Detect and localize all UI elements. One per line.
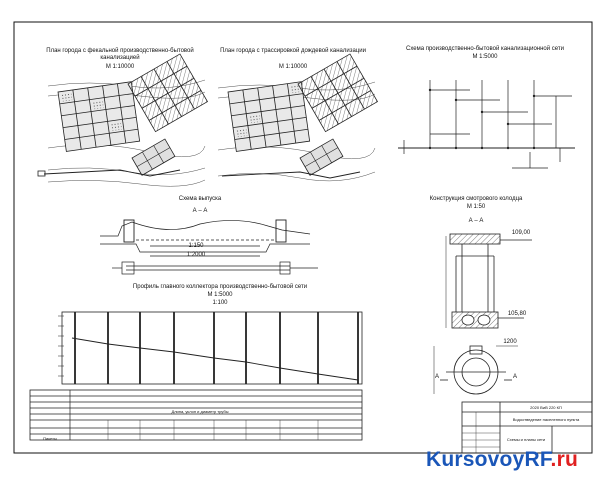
watermark-link[interactable]: KursovoyRF.ru [426,448,578,472]
outfall-section: А – А [192,208,208,214]
well-elev-top: 109,00 [511,230,531,236]
well-title: Конструкция смотрового колодца [429,196,523,202]
sheet-frame [13,21,593,454]
profile-scale-h: М 1:5000 [207,292,233,298]
outfall-title: Схема выпуска [178,196,222,202]
well-scale: М 1:50 [466,204,486,210]
plan1-title: План города с фекальной производственно-… [46,48,194,61]
profile-row-label-2: Пикеты [43,436,57,441]
well-cut-left: А [434,374,439,380]
network-scale: М 1:5000 [472,54,498,60]
outfall-scheme [100,219,318,275]
well-section: А – А [468,218,484,224]
collector-profile [29,311,363,441]
plan2-scale: М 1:10000 [278,64,308,70]
profile-title: Профиль главного коллектора производстве… [132,284,308,290]
outfall-dim-2: 1:2000 [186,252,206,258]
city-plan-right [217,53,379,182]
stamp-title: Водоотведение населенного пункта [512,417,580,422]
stamp-doc-code: 2020 ВиВ 220 КП [530,405,562,410]
city-plan-left [37,53,209,187]
title-block [461,401,593,454]
profile-scale-v: 1:100 [212,300,228,306]
well-cut-right: А [512,374,517,380]
watermark-domain: .ru [550,448,578,471]
well-dim: 1200 [503,339,517,345]
network-scheme [398,80,575,169]
manhole-well [433,233,532,395]
watermark-brand: KursovoyRF [426,448,551,471]
well-elev-bottom: 105,80 [507,311,527,317]
plan2-title: План города с трассировкой дождевой кана… [220,48,366,54]
profile-row-label-1: Длина, уклон и диаметр трубы [171,409,229,414]
stamp-sheet-name: Схемы и планы сети [506,437,546,442]
plan1-scale: М 1:10000 [105,64,135,70]
outfall-dim-1: 1:150 [188,243,204,249]
network-title: Схема производственно-бытовой канализаци… [405,46,565,52]
